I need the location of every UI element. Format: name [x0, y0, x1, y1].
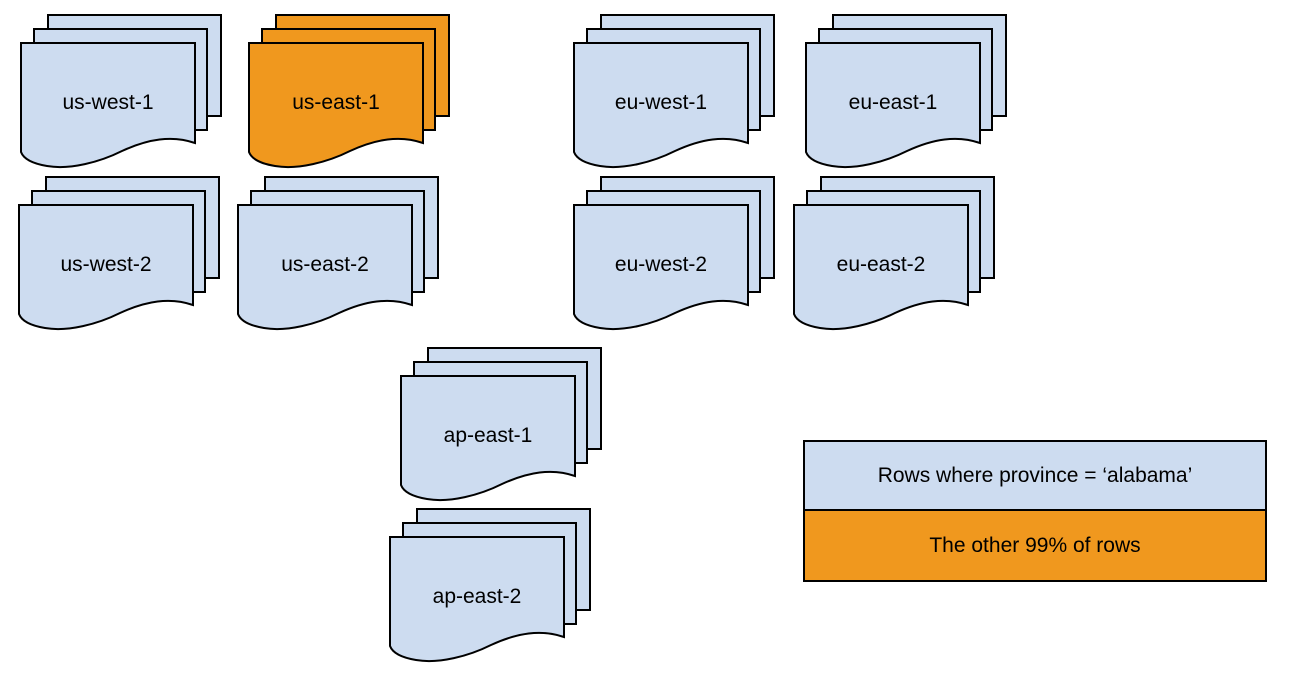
document-shape [248, 42, 424, 168]
region-stack-ap-east-1: ap-east-1 [400, 347, 602, 503]
document-shape [793, 204, 969, 330]
legend-item-other-rows: The other 99% of rows [805, 511, 1265, 580]
region-stack-us-east-2: us-east-2 [237, 176, 439, 332]
region-stack-ap-east-2: ap-east-2 [389, 508, 591, 664]
document-shape [400, 375, 576, 501]
region-stack-eu-west-1: eu-west-1 [573, 14, 775, 170]
region-stack-eu-east-1: eu-east-1 [805, 14, 1007, 170]
legend: Rows where province = ‘alabama’ The othe… [803, 440, 1267, 582]
region-stack-us-east-1: us-east-1 [248, 14, 450, 170]
legend-label: Rows where province = ‘alabama’ [877, 463, 1193, 487]
region-stack-eu-east-2: eu-east-2 [793, 176, 995, 332]
region-stack-us-west-2: us-west-2 [18, 176, 220, 332]
document-shape [805, 42, 981, 168]
document-shape [573, 204, 749, 330]
document-shape [573, 42, 749, 168]
document-shape [389, 536, 565, 662]
document-shape [237, 204, 413, 330]
legend-item-alabama-rows: Rows where province = ‘alabama’ [805, 442, 1265, 511]
region-stack-eu-west-2: eu-west-2 [573, 176, 775, 332]
region-stack-us-west-1: us-west-1 [20, 14, 222, 170]
document-shape [18, 204, 194, 330]
legend-label: The other 99% of rows [929, 533, 1141, 557]
document-shape [20, 42, 196, 168]
